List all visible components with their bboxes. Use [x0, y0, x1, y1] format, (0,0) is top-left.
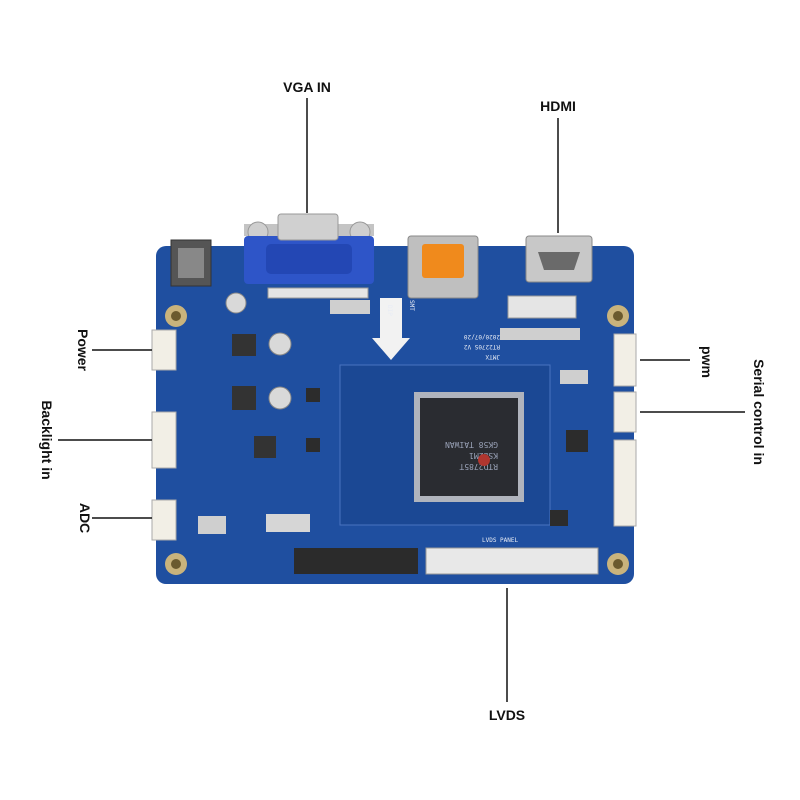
backlight-connector: [151, 411, 177, 469]
chip-origin: GK58 TAIWAN: [445, 440, 498, 449]
label-power: Power: [75, 329, 91, 372]
label-hdmi: HDMI: [540, 98, 576, 114]
main-chip: RTD2785T KSE2M1 GK58 TAIWAN: [414, 392, 524, 502]
label-lvds: LVDS: [489, 707, 525, 723]
revision-marking: RT2270S V2: [463, 343, 500, 350]
label-backlight-in: Backlight in: [39, 400, 55, 479]
date-marking: 2020/07/20: [463, 333, 500, 340]
pwm-connector: [613, 333, 637, 387]
lvds-header-right: [425, 547, 599, 575]
header-pins-hdmi: [507, 295, 577, 319]
side-connector: [613, 439, 637, 527]
mounting-holes: [165, 305, 629, 575]
model-marking: JMTX: [485, 353, 500, 360]
vga-connector: [244, 213, 374, 284]
hdmi-connector: [525, 235, 593, 283]
lvds-panel-marking: LVDS PANEL: [482, 537, 519, 544]
revision-silkscreen: JMTX RT2270S V2 2020/07/20: [463, 333, 500, 360]
label-pwm: pwm: [699, 346, 715, 378]
label-serial-control-in: Serial control in: [751, 359, 767, 465]
header-pins-top: [267, 287, 369, 299]
dip-smt-arrow: DIP SMT: [372, 298, 415, 360]
leader-lines: [58, 98, 745, 702]
power-connector: [151, 329, 177, 371]
dip-marking: DIP: [386, 305, 393, 316]
components: [198, 292, 588, 534]
smt-marking: SMT: [408, 300, 415, 311]
label-adc: ADC: [77, 503, 93, 533]
adc-connector: [151, 499, 177, 541]
serial-connector: [613, 391, 637, 433]
lvds-header-left: [294, 548, 418, 574]
chip-name: RTD2785T: [459, 462, 498, 471]
label-vga-in: VGA IN: [283, 79, 331, 95]
hdmi-connector-orange: [407, 235, 479, 299]
